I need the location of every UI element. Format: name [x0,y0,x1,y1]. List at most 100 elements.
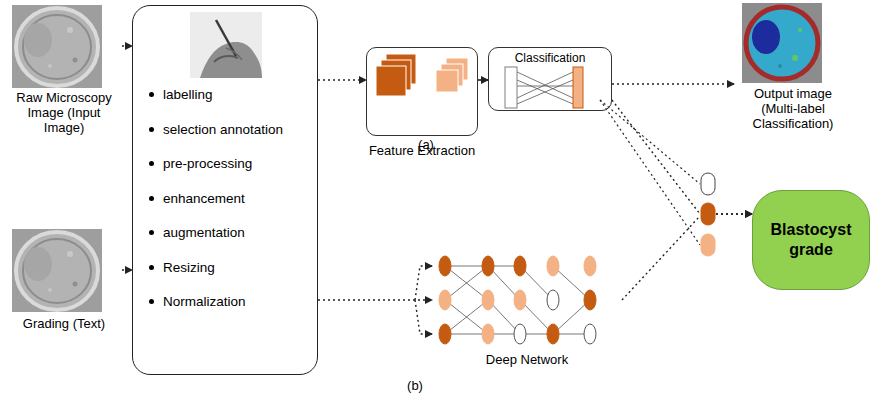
feature-maps [376,54,468,96]
output-units-part [701,203,715,225]
network-neurons-part [514,256,526,276]
network-neurons-part [584,256,596,276]
step-item: selection annotation [163,121,317,139]
step-item: augmentation [163,224,317,242]
flow-arrow [122,45,132,46]
grading-image-part [23,239,91,303]
step-item: Normalization [163,293,317,311]
output-image-part [798,28,802,32]
hand-photo-part [226,48,242,60]
output-image-part [752,20,780,54]
network-neurons-part [547,256,559,276]
hand-photo-part [214,56,238,62]
microscopy-image-part [73,58,78,63]
part-label: (b) [400,378,430,393]
fan-lines-part [600,100,700,184]
network-neurons-part [439,290,451,310]
network-neurons-part [482,324,494,344]
node-label: Classification [489,48,611,66]
hand-photo [190,12,262,78]
network-neurons-part [584,290,596,310]
part-label: (a) [411,137,441,152]
deep-network-node: Deep Network [432,252,622,367]
fan-lines [600,100,700,245]
node-label: Raw Microscopy Image (Input Image) [6,90,122,135]
network-links [445,266,590,334]
fan-lines-part [600,100,700,245]
output-image-part [778,64,782,68]
network-neurons-part [482,256,494,276]
dense-layers-part [517,80,573,104]
network-neurons [439,256,596,344]
output-units-part [701,234,715,256]
flow-arrow [478,79,488,81]
classification-box: Classification [488,47,612,111]
grading-image-part [16,232,98,310]
dense-layers-part [517,80,573,104]
flow-arrow [318,79,366,80]
microscopy-image-part [23,15,91,79]
output-units [701,173,715,256]
grading-image-node: Grading (Text) [6,226,122,331]
grading-image [12,229,102,312]
microscopy-image-part [12,5,102,88]
network-neurons-part [514,324,526,344]
dense-layers-part [517,86,573,87]
dense-layers-part [505,67,517,108]
network-neurons-part [547,324,559,344]
flow-arrow [622,214,752,300]
grade-box: Blastocyst grade [752,190,870,290]
feature-maps-part [436,70,458,92]
input-branches-part [415,300,432,334]
microscopy-image-part [24,23,52,57]
output-image-part [792,55,798,61]
network-neurons-part [584,324,596,344]
output-image-part [746,7,818,79]
node-label: Blastocyst grade [763,220,859,260]
node-label: Deep Network [432,352,622,367]
grading-image-part [67,251,73,257]
network-neurons-part [547,290,559,310]
flow-arrow [318,299,432,300]
preprocessing-box: labelling selection annotation pre-process… [132,5,318,375]
microscopy-image-part [67,27,73,33]
output-units-part [701,173,715,195]
input-image-node: Raw Microscopy Image (Input Image) [6,4,122,135]
network-links-part [445,266,488,300]
output-image [742,3,822,83]
network-links-part [445,300,488,334]
network-links-part [445,266,488,300]
flow-arrow [612,83,734,84]
microscopy-image-part [16,8,98,86]
grading-image-part [73,282,78,287]
network-neurons-part [439,256,451,276]
flow-arrow [612,100,752,214]
output-image-part [742,3,822,83]
dense-layers-part [517,72,573,98]
step-item: labelling [163,86,317,104]
input-branches-part [415,266,432,300]
step-item: pre-processing [163,155,317,173]
network-neurons-part [514,290,526,310]
dense-layers-part [517,72,573,98]
step-item: Resizing [163,259,317,277]
network-neurons-part [482,290,494,310]
step-item: enhancement [163,190,317,208]
flow-arrow [122,269,132,270]
dense-layers [505,67,583,108]
network-links-part [445,300,488,334]
grading-image-part [48,288,52,292]
feature-maps-part [376,66,406,96]
node-label: Output image (Multi-label Classification… [734,86,852,131]
node-label: Grading (Text) [6,316,122,331]
hand-photo-part [190,12,262,78]
microscopy-image-part [48,64,52,68]
dense-layers-part [573,67,583,108]
network-neurons-part [439,324,451,344]
output-image-node: Output image (Multi-label Classification… [734,0,852,131]
grading-image-part [24,247,52,281]
microscopy-image [12,5,102,88]
feature-extraction-box: Feature Extraction [366,47,478,136]
grading-image-part [12,229,102,312]
